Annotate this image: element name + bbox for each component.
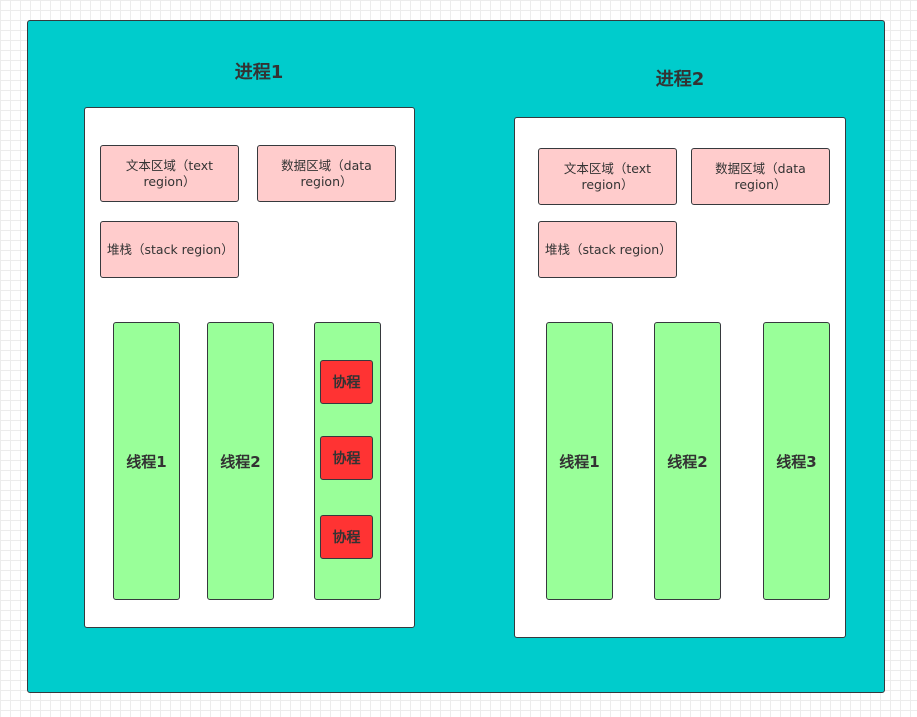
process2-stack-region: 堆栈（stack region） xyxy=(538,221,677,278)
process2-box: 文本区域（text region） 数据区域（data region） 堆栈（s… xyxy=(514,117,846,638)
process2-thread-3: 线程3 xyxy=(763,322,830,600)
process1-box: 文本区域（text region） 数据区域（data region） 堆栈（s… xyxy=(84,107,415,628)
process2-thread-1: 线程1 xyxy=(546,322,613,600)
coroutine-2: 协程 xyxy=(320,436,373,480)
process1-title: 进程1 xyxy=(234,62,284,83)
process2-data-region: 数据区域（data region） xyxy=(691,148,830,205)
coroutine-1: 协程 xyxy=(320,360,373,404)
process2-title: 进程2 xyxy=(655,69,705,90)
process1-stack-region: 堆栈（stack region） xyxy=(100,221,239,278)
process1-data-region: 数据区域（data region） xyxy=(257,145,396,202)
coroutine-3: 协程 xyxy=(320,515,373,559)
process2-text-region: 文本区域（text region） xyxy=(538,148,677,205)
process1-coroutine-thread: 协程 协程 协程 xyxy=(314,322,381,600)
process2-thread-2: 线程2 xyxy=(654,322,721,600)
process1-text-region: 文本区域（text region） xyxy=(100,145,239,202)
process1-thread-2: 线程2 xyxy=(207,322,274,600)
process1-thread-1: 线程1 xyxy=(113,322,180,600)
